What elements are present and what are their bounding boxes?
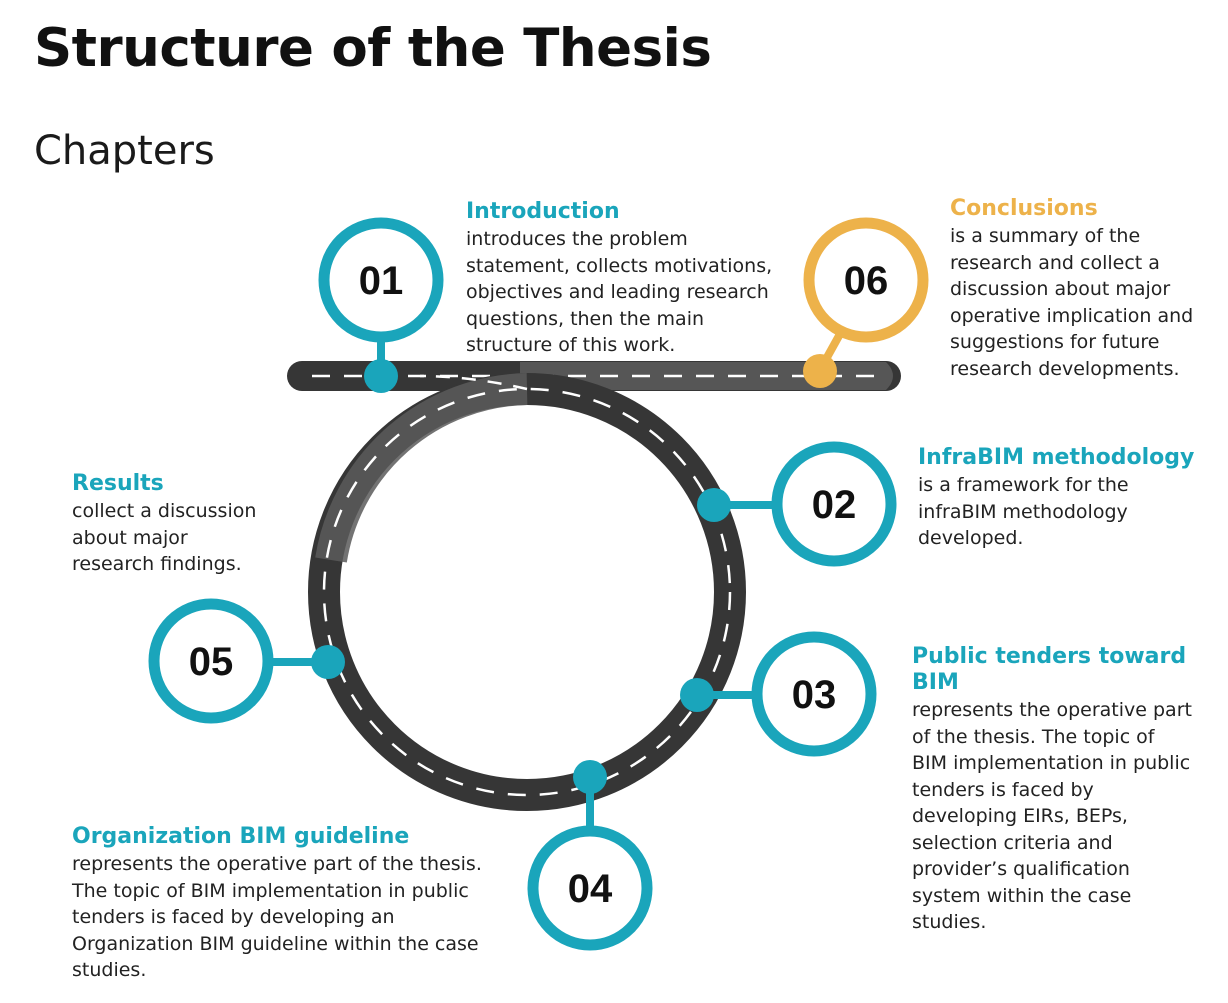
chapter-02-description: is a framework for the infraBIM methodolo… — [918, 472, 1194, 552]
text-line: is a framework for the — [918, 474, 1129, 496]
text-line: infraBIM methodology — [918, 500, 1128, 523]
chapter-02-number: 02 — [812, 483, 857, 527]
text-line: discussion about major — [950, 278, 1171, 300]
chapter-02-heading: InfraBIM methodology — [918, 445, 1195, 470]
text-line: research developments. — [950, 357, 1180, 380]
text-line: is a summary of the — [950, 225, 1141, 247]
chapter-01-marker — [318, 217, 444, 393]
text-line: statement, collects motivations, — [466, 254, 773, 277]
chapter-06-number: 06 — [844, 259, 889, 303]
chapter-06-description: is a summary of the research and collect … — [950, 223, 1193, 382]
text-line: studies. — [72, 959, 147, 981]
text-line: Organization BIM guideline within the ca… — [72, 932, 479, 955]
road-loop — [308, 373, 746, 811]
chapter-02-text: InfraBIM methodology is a framework for … — [918, 445, 1194, 552]
text-line: developing EIRs, BEPs, — [912, 805, 1128, 827]
text-line: operative implication and — [950, 304, 1194, 327]
text-line: BIM — [912, 670, 959, 695]
chapter-05-text: Results collect a discussion about major r… — [72, 471, 256, 578]
chapter-04-text: Organization BIM guideline represents th… — [72, 824, 482, 984]
chapter-02-marker — [697, 441, 897, 567]
text-line: The topic of BIM implementation in publi… — [72, 879, 469, 902]
chapter-03-description: represents the operative part of the thes… — [912, 697, 1192, 936]
text-line: questions, then the main — [466, 307, 705, 330]
chapter-04-heading: Organization BIM guideline — [72, 824, 410, 849]
chapter-03-marker — [680, 631, 877, 757]
text-line: studies. — [912, 911, 987, 933]
text-line: selection criteria and — [912, 831, 1113, 854]
text-line: tenders is faced by — [912, 778, 1094, 801]
chapter-05-number: 05 — [189, 640, 234, 684]
text-line: represents the operative part of the the… — [72, 853, 482, 875]
chapter-04-marker — [527, 760, 653, 951]
text-line: Public tenders toward — [912, 644, 1187, 669]
page-subtitle: Chapters — [34, 128, 215, 174]
text-line: provider’s qualification — [912, 858, 1130, 880]
chapter-05-heading: Results — [72, 471, 164, 496]
chapter-05-marker — [148, 598, 345, 724]
text-line: objectives and leading research — [466, 281, 769, 303]
text-line: BIM implementation in public — [912, 752, 1191, 774]
chapter-04-description: represents the operative part of the the… — [72, 851, 482, 984]
chapter-06-text: Conclusions is a summary of the research … — [950, 196, 1193, 382]
chapter-03-number: 03 — [792, 673, 837, 717]
chapter-01-text: Introduction introduces the problem state… — [466, 199, 772, 359]
chapter-01-heading: Introduction — [466, 199, 620, 224]
chapter-05-description: collect a discussion about major research … — [72, 498, 256, 578]
text-line: introduces the problem — [466, 228, 688, 250]
chapter-06-marker — [803, 217, 929, 388]
chapter-01-description: introduces the problem statement, collect… — [466, 226, 772, 359]
page-title: Structure of the Thesis — [34, 18, 712, 79]
text-line: structure of this work. — [466, 334, 676, 356]
text-line: of the thesis. The topic of — [912, 725, 1155, 748]
text-line: research findings. — [72, 553, 242, 575]
text-line: suggestions for future — [950, 331, 1160, 353]
text-line: about major — [72, 526, 188, 549]
text-line: tenders is faced by developing an — [72, 906, 395, 928]
text-line: system within the case — [912, 884, 1132, 907]
chapter-01-number: 01 — [359, 259, 404, 303]
chapter-06-heading: Conclusions — [950, 196, 1098, 221]
road-top-bar — [287, 361, 901, 391]
text-line: collect a discussion — [72, 500, 257, 522]
text-line: represents the operative part — [912, 699, 1192, 721]
chapter-04-number: 04 — [568, 867, 613, 911]
text-line: developed. — [918, 527, 1024, 549]
text-line: research and collect a — [950, 251, 1160, 274]
